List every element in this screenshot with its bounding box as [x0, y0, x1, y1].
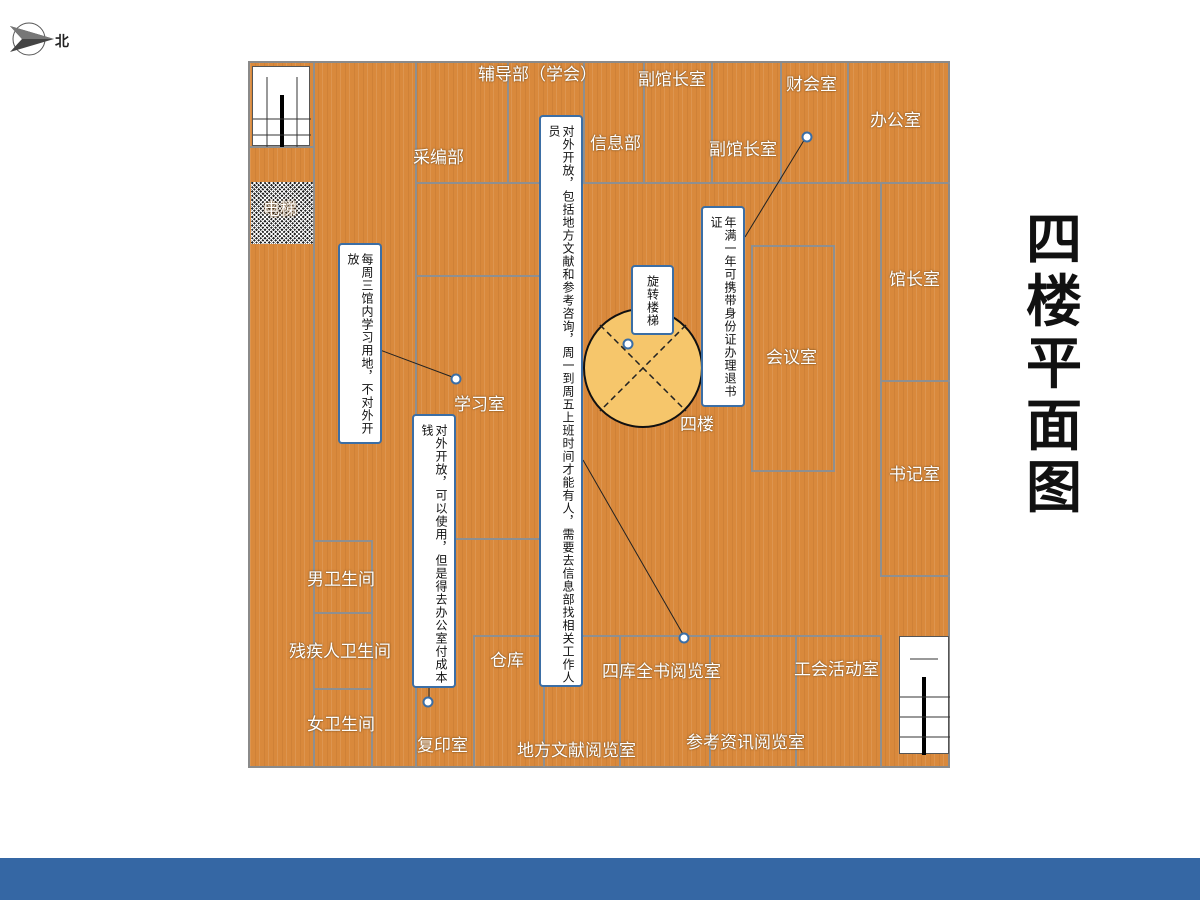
- note-copy-room: 对外开放，可以使用，但是得去办公室付成本钱: [412, 414, 456, 688]
- room-fudaobu: 辅导部（学会）: [478, 65, 597, 85]
- spiral-stair: [583, 308, 703, 428]
- room-shuji: 书记室: [889, 465, 940, 485]
- north-arrow-icon: [10, 22, 54, 56]
- title-char: 四: [1026, 208, 1082, 273]
- note-open-info: 对外开放，包括地方文献和参考咨询，周一到周五上班时间才能有人，需要去信息部找相关…: [539, 115, 583, 687]
- note-card: 年满一年可携带身份证办理退书证: [701, 206, 745, 407]
- room-bangong: 办公室: [870, 111, 921, 131]
- room-caihui: 财会室: [786, 75, 837, 95]
- room-cangku: 仓库: [490, 651, 524, 671]
- elevator-shaft: [251, 182, 313, 244]
- room-canji: 残疾人卫生间: [289, 642, 391, 662]
- room-xinxi: 信息部: [590, 134, 641, 154]
- stairwell-bottom-right: [899, 636, 950, 755]
- stair-icon: [900, 658, 950, 755]
- note-spiral-stair: 旋转楼梯: [631, 265, 674, 335]
- room-fuguanzhang-1: 副馆长室: [638, 70, 706, 90]
- stair-icon: [253, 77, 311, 147]
- footer-bar: [0, 858, 1200, 900]
- room-fuyin: 复印室: [417, 736, 468, 756]
- room-gonghui: 工会活动室: [794, 660, 879, 680]
- room-nanwei: 男卫生间: [307, 570, 375, 590]
- title-char: 面: [1026, 394, 1082, 459]
- note-study-room: 每周三馆内学习用地，不对外开放: [338, 243, 382, 444]
- room-xuexi: 学习室: [454, 395, 505, 415]
- room-difang: 地方文献阅览室: [517, 741, 636, 761]
- room-silou: 四楼: [680, 415, 714, 435]
- title-char: 图: [1026, 456, 1082, 521]
- room-fuguanzhang-2: 副馆长室: [709, 140, 777, 160]
- title-char: 平: [1026, 332, 1082, 397]
- room-cankao: 参考资讯阅览室: [686, 733, 805, 753]
- title-char: 楼: [1026, 270, 1082, 335]
- stairwell-top-left: [252, 66, 311, 147]
- room-huiyi: 会议室: [766, 348, 817, 368]
- room-dianti: 电梯: [263, 200, 297, 220]
- room-sikuquanshu: 四库全书阅览室: [602, 662, 721, 682]
- room-caibian: 采编部: [413, 148, 464, 168]
- room-nvwei: 女卫生间: [307, 715, 375, 735]
- north-label: 北: [55, 34, 69, 50]
- room-guanzhang: 馆长室: [889, 270, 940, 290]
